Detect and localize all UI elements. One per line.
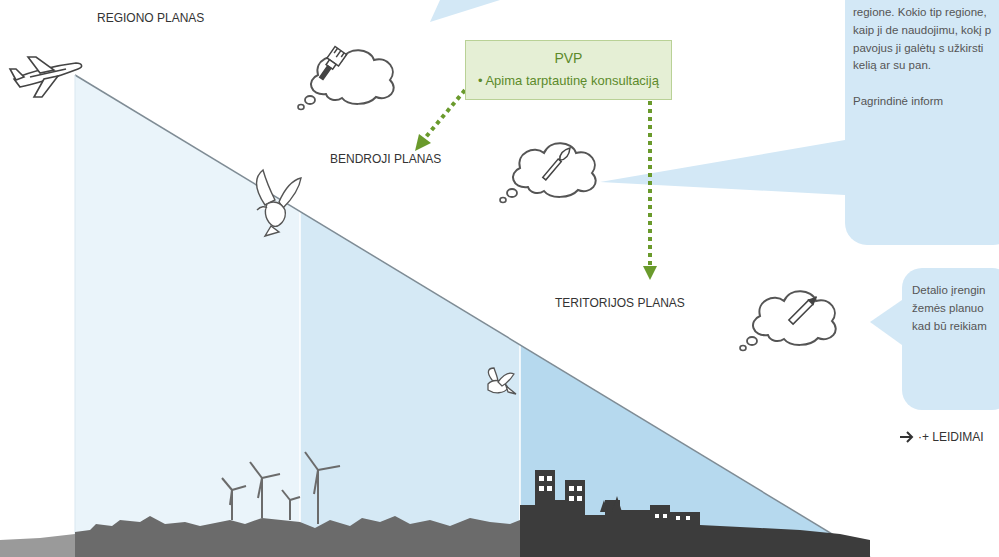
- pencil: [789, 294, 819, 324]
- airplane: [10, 57, 82, 97]
- diagonal-line: [75, 75, 870, 557]
- plan-label: BENDROJI PLANAS: [330, 152, 441, 166]
- thought-cloud: [500, 143, 596, 202]
- plan-label: REGIONO PLANAS: [97, 11, 204, 25]
- eagle: [256, 170, 301, 236]
- green-box: PVP • Apima tarptautinę konsultaciją: [465, 40, 672, 100]
- divider: [75, 75, 76, 557]
- bubble-tail: [600, 140, 845, 195]
- arrow-head: [643, 266, 657, 280]
- node-heading: Detalio įrengin žemės planuo kad bū reik…: [912, 282, 996, 335]
- paint-brush: [542, 146, 572, 180]
- node-heading: regione. Kokio tip regione, kaip ji de n…: [853, 4, 993, 75]
- thought-cloud: [298, 50, 394, 109]
- node-text: Pagrindinė inform: [853, 93, 993, 111]
- permits-label: ·+ LEIDIMAI: [918, 430, 984, 444]
- speech-bubble: Detalio įrengin žemės planuo kad bū reik…: [902, 268, 999, 410]
- paint-brush: [316, 47, 347, 83]
- bubble-tail: [870, 300, 902, 345]
- node-text: • Apima tarptautinę konsultaciją: [478, 73, 659, 90]
- dotted-arrow: [425, 84, 650, 268]
- divider: [299, 211, 301, 557]
- landscape-silhouette: [0, 452, 870, 557]
- speech-bubble: regione. Kokio tip regione, kaip ji de n…: [845, 0, 999, 245]
- plan-label: TERITORIJOS PLANAS: [555, 296, 685, 310]
- bird: [488, 368, 516, 394]
- arrow-icon: [900, 432, 912, 442]
- sky-wedge: [75, 75, 870, 557]
- bubble-tail: [430, 0, 500, 22]
- node-heading: PVP: [478, 49, 659, 67]
- arrow-head: [415, 134, 431, 151]
- thought-cloud: [740, 291, 836, 350]
